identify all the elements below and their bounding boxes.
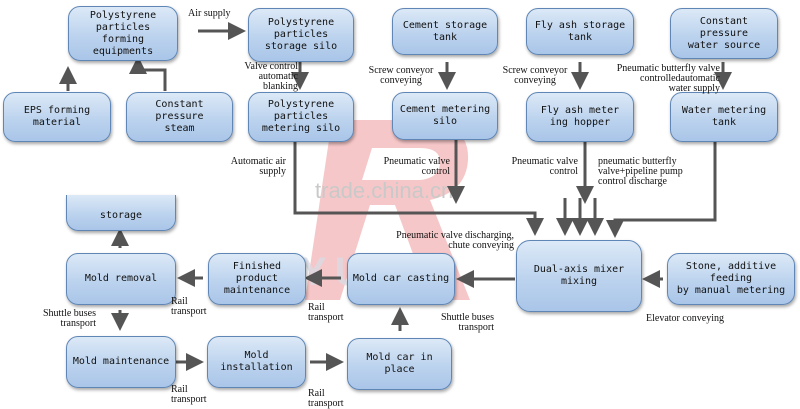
label-auto-air: Automatic air supply [230,156,286,177]
node-stone: Stone, additive feeding by manual meteri… [667,253,795,305]
node-ps-forming: Polystyrene particles forming equipments [68,6,178,61]
node-mold-install: Mold installation [207,336,306,388]
node-steam: Constant pressure steam [126,92,233,142]
node-water-source: Constant pressure water source [670,8,778,59]
node-mold-removal: Mold removal [66,253,176,305]
label-shuttle-2: Shuttle buses transport [440,312,494,333]
node-finished: Finished product maintenance [208,253,306,305]
label-valve-control: Valve control automatic blanking [244,61,298,92]
label-rail-1: Rail transport [171,296,207,317]
node-mixer: Dual-axis mixer mixing [516,240,642,312]
label-rail-4: Rail transport [308,388,344,409]
node-ps-metering: Polystyrene particles metering silo [248,92,354,142]
node-eps-material: EPS forming material [3,92,111,142]
node-flyash-tank: Fly ash storage tank [526,8,634,55]
node-storage: storage [66,195,176,231]
label-screw-2: Screw conveyor conveying [502,65,568,86]
node-water-tank: Water metering tank [670,92,778,142]
arrow-water-to-mixer [606,140,717,238]
label-shuttle-1: Shuttle buses transport [42,308,96,329]
node-cement-tank: Cement storage tank [392,8,498,55]
label-pneu-valve-1: Pneumatic valve control [383,156,450,177]
label-pneu-discharge: Pneumatic valve discharging, chute conve… [396,230,514,251]
label-screw-1: Screw conveyor conveying [368,65,434,86]
arrow-steam-to-forming [129,56,167,91]
label-air-supply: Air supply [188,8,231,19]
label-rail-2: Rail transport [308,302,344,323]
label-rail-3: Rail transport [171,384,207,405]
arrow-ps-to-mixer [293,140,544,236]
node-ps-storage: Polystyrene particles storage silo [248,8,354,62]
node-mold-casting: Mold car casting [347,253,455,305]
label-pneu-valve-2: Pneumatic valve control [511,156,578,177]
node-flyash-hopper: Fly ash meter ing hopper [526,92,634,142]
node-mold-maint: Mold maintenance [66,336,176,388]
node-cement-metering: Cement metering silo [392,92,498,140]
node-mold-place: Mold car in place [347,338,452,390]
label-pneu-butterfly-2: pneumatic butterfly valve+pipeline pump … [598,156,683,187]
label-elevator: Elevator conveying [646,313,725,324]
label-pneu-butterfly: Pneumatic butterfly valve controlledauto… [616,63,720,94]
